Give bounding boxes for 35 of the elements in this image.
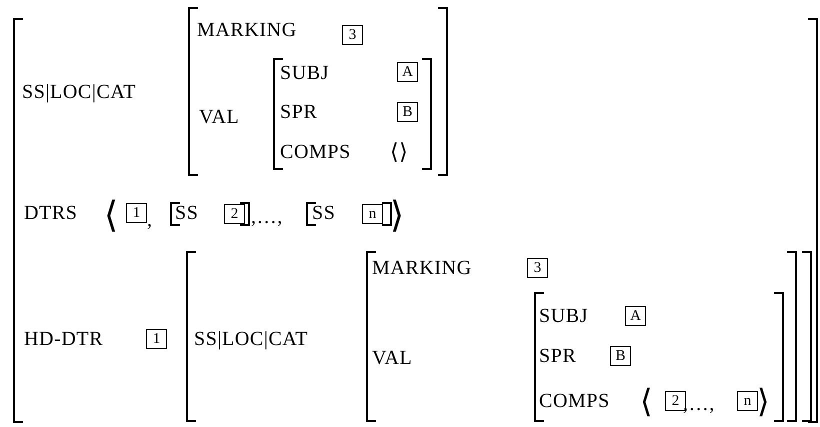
feature-label: SUBJ — [539, 306, 588, 326]
tag-box: 1 — [146, 329, 167, 349]
tag-box: A — [625, 306, 646, 326]
tag-box: n — [737, 391, 758, 411]
feature-label: MARKING — [197, 20, 297, 40]
feature-label: MARKING — [372, 258, 472, 278]
feature-label: DTRS — [24, 203, 78, 223]
feature-label: COMPS — [280, 142, 351, 162]
tag-box: A — [397, 62, 418, 82]
tag-box: 2 — [224, 204, 245, 224]
feature-label: , — [147, 210, 153, 230]
feature-label: SS — [175, 203, 198, 223]
feature-label: ,…, — [251, 207, 283, 227]
feature-label: VAL — [199, 107, 240, 127]
feature-label: SS|LOC|CAT — [194, 329, 308, 349]
feature-label: SUBJ — [280, 63, 330, 83]
feature-label: SS|LOC|CAT — [22, 82, 136, 102]
angle-bracket: ⟨ — [104, 197, 118, 233]
tag-box: 3 — [342, 25, 363, 45]
tag-box: 1 — [126, 203, 147, 223]
tag-box: n — [362, 204, 383, 224]
angle-bracket: ⟩ — [390, 197, 404, 233]
angle-bracket: ⟩ — [757, 385, 770, 417]
feature-label: HD-DTR — [24, 329, 104, 349]
tag-box: B — [610, 346, 631, 366]
feature-label: SS — [312, 203, 336, 223]
tag-box: B — [397, 102, 418, 122]
feature-label: SPR — [280, 102, 318, 122]
tag-box: 2 — [665, 391, 686, 411]
feature-label: VAL — [372, 348, 412, 368]
angle-bracket: ⟨ — [640, 385, 652, 417]
feature-label: COMPS — [539, 391, 610, 411]
feature-label: SPR — [539, 346, 576, 366]
angle-bracket: ⟨⟩ — [390, 141, 408, 163]
tag-box: 3 — [527, 258, 548, 278]
